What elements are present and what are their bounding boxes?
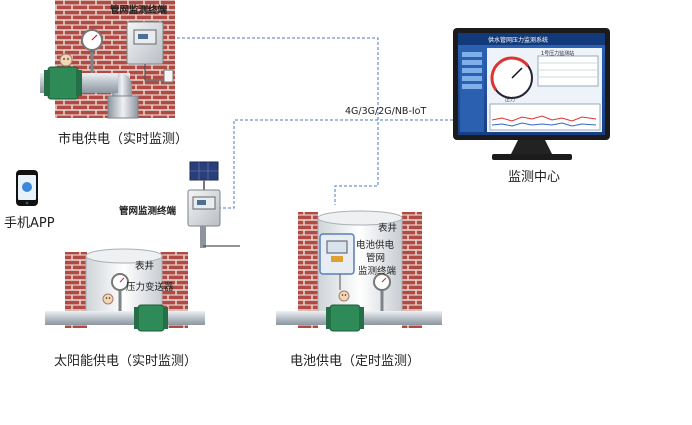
flow-meter-top <box>47 66 79 100</box>
link-solar-terminal <box>218 119 455 209</box>
solar-well-scene <box>45 248 205 332</box>
sensor-face-top <box>59 53 73 67</box>
monitor-gauge-caption: 压力 <box>505 97 516 103</box>
battery-power-caption: 电池供电（定时监测） <box>290 354 421 369</box>
battery-well-scene <box>276 210 442 332</box>
solar-terminal-scene <box>187 161 240 248</box>
monitor-screen-title: 供水管网压力监测系统 <box>488 37 549 44</box>
brick-wall-left-a <box>65 252 87 328</box>
monitor-display <box>453 28 610 160</box>
battery-terminal <box>319 233 355 275</box>
phone-icon <box>16 170 38 206</box>
well-left-label: 表井 <box>135 261 155 272</box>
well-right-label: 表井 <box>378 223 398 234</box>
city-power-caption: 市电供电（实时监测） <box>58 132 189 147</box>
flow-meter-right <box>329 304 361 332</box>
monitoring-center-caption: 监测中心 <box>508 170 561 185</box>
battery-terminal-label-1: 电池供电 <box>356 240 395 251</box>
mobile-app-caption: 手机APP <box>4 216 55 231</box>
sensor-face-right <box>338 290 350 302</box>
flow-meter-left <box>137 304 165 332</box>
brick-wall-right-a <box>298 212 318 328</box>
battery-terminal-label-2: 管网 <box>366 253 386 264</box>
sensor-face-left <box>102 293 114 305</box>
transmitter-label: 压力变送器 <box>126 282 174 293</box>
terminal-top-label: 管网监测终端 <box>110 5 168 16</box>
solar-power-caption: 太阳能供电（实时监测） <box>54 354 198 369</box>
monitor-panel-title: 1号压力监测站 <box>541 51 575 57</box>
battery-terminal-label-3: 监测终端 <box>358 266 397 277</box>
city-power-scene <box>40 0 175 119</box>
network-links <box>162 37 468 209</box>
terminal-solar-label: 管网监测终端 <box>119 206 177 217</box>
main-pipe-left <box>45 311 205 325</box>
network-label: 4G/3G/2G/NB-IoT <box>345 106 427 117</box>
brick-wall-right-b <box>402 212 422 328</box>
